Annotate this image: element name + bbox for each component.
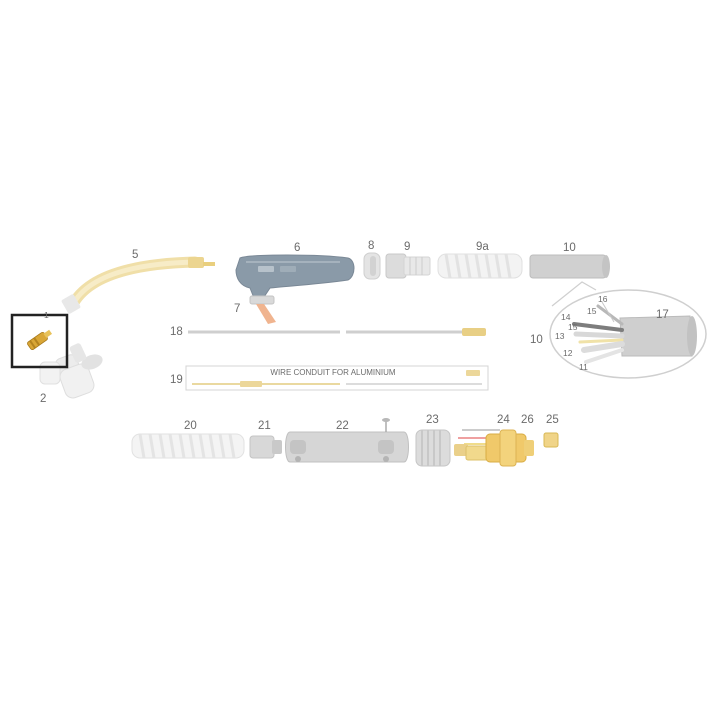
label-17: 17 xyxy=(656,309,669,321)
label-25: 25 xyxy=(546,414,559,426)
label-10-detail: 10 xyxy=(530,334,543,346)
connector-part[interactable] xyxy=(385,253,431,279)
aluminium-conduit-part[interactable] xyxy=(185,365,489,391)
nozzle-part[interactable] xyxy=(39,342,105,400)
label-11: 11 xyxy=(579,362,588,372)
cable-detail-callout xyxy=(549,281,707,379)
coupling-part[interactable] xyxy=(249,435,282,459)
label-1: 1 xyxy=(44,310,49,320)
label-10: 10 xyxy=(563,242,576,254)
swan-neck-part[interactable] xyxy=(61,256,215,314)
label-12: 12 xyxy=(563,348,573,358)
label-5: 5 xyxy=(132,249,138,261)
cable-part[interactable] xyxy=(529,254,610,279)
knurled-nut-part[interactable] xyxy=(415,429,451,467)
label-15a: 15 xyxy=(568,322,578,332)
label-26: 26 xyxy=(521,414,534,426)
label-9: 9 xyxy=(404,241,410,253)
highlight-box xyxy=(10,313,69,369)
central-connector-part[interactable] xyxy=(454,429,534,467)
label-19: 19 xyxy=(170,374,183,386)
spring-part[interactable] xyxy=(437,253,523,279)
label-22: 22 xyxy=(336,420,349,432)
label-20: 20 xyxy=(184,420,197,432)
label-23: 23 xyxy=(426,414,439,426)
label-16: 16 xyxy=(598,294,608,304)
conduit-caption: WIRE CONDUIT FOR ALUMINIUM xyxy=(270,368,396,377)
ring-part[interactable] xyxy=(363,252,381,280)
label-6: 6 xyxy=(294,242,300,254)
trigger-part[interactable] xyxy=(249,295,276,324)
label-15b: 15 xyxy=(587,306,597,316)
label-2: 2 xyxy=(40,393,46,405)
label-21: 21 xyxy=(258,420,271,432)
label-13: 13 xyxy=(555,331,565,341)
label-14: 14 xyxy=(561,312,571,322)
label-8: 8 xyxy=(368,240,374,252)
label-18: 18 xyxy=(170,326,183,338)
contact-tip-part[interactable] xyxy=(27,328,53,351)
spring-guard-part[interactable] xyxy=(131,433,245,459)
small-nut-part[interactable] xyxy=(543,432,559,448)
rear-housing-part[interactable] xyxy=(285,418,409,463)
label-9a: 9a xyxy=(476,241,489,253)
label-24: 24 xyxy=(497,414,510,426)
liner-part[interactable] xyxy=(188,328,486,336)
handle-part[interactable] xyxy=(235,254,355,301)
label-7: 7 xyxy=(234,303,240,315)
